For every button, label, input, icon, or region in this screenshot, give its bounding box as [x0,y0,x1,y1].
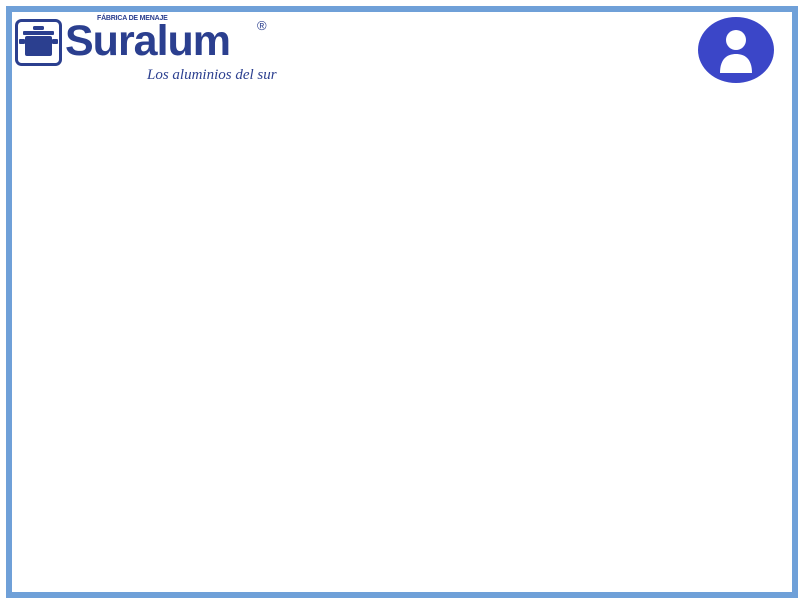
user-avatar-icon [698,17,774,83]
brand-name: Suralum [65,17,231,65]
brand-subtitle: FÁBRICA DE MENAJE [97,15,168,22]
header-bar: FÁBRICA DE MENAJE Suralum ® Los aluminio… [12,12,792,92]
brand-tagline: Los aluminios del sur [147,67,277,83]
user-avatar-button[interactable] [698,17,774,83]
registered-mark: ® [257,18,267,33]
cooking-pot-icon [15,19,62,66]
brand-logo[interactable]: FÁBRICA DE MENAJE Suralum ® Los aluminio… [15,14,285,90]
main-content [12,92,792,592]
app-frame: FÁBRICA DE MENAJE Suralum ® Los aluminio… [6,6,798,598]
